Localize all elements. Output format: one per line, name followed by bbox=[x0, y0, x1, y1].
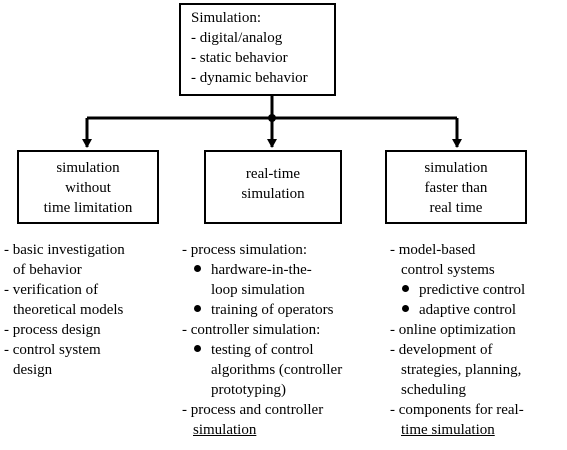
list-item: predictive control bbox=[390, 280, 525, 300]
list-item: testing of control bbox=[182, 340, 342, 360]
box-real-time: real-time simulation bbox=[204, 150, 342, 224]
bullet-dot bbox=[194, 305, 201, 313]
list-item-text: hardware-in-the- bbox=[211, 262, 312, 278]
box-line: simulation bbox=[424, 160, 488, 176]
list-item-text: predictive control bbox=[419, 282, 526, 298]
list-item-text: training of operators bbox=[211, 302, 334, 318]
box-line: faster than bbox=[424, 180, 488, 196]
list-item: scheduling bbox=[401, 382, 466, 398]
list-item-text: adaptive control bbox=[419, 302, 517, 318]
bullet-dot bbox=[194, 265, 201, 273]
list-item: control systems bbox=[401, 262, 495, 278]
box-line: without bbox=[65, 180, 111, 196]
simulation-root-box: Simulation: - digital/analog - static be… bbox=[179, 3, 336, 96]
list-item: prototyping) bbox=[211, 382, 286, 398]
list-item: training of operators bbox=[182, 300, 342, 320]
box-faster-than-real-time: simulation faster than real time bbox=[385, 150, 527, 224]
list-item: - process simulation: bbox=[182, 242, 307, 258]
box-line: real-time bbox=[245, 166, 301, 182]
list-item: strategies, planning, bbox=[401, 362, 522, 378]
list-item: hardware-in-the- bbox=[182, 260, 342, 280]
box-line: simulation bbox=[56, 160, 120, 176]
root-item: - digital/analog bbox=[191, 30, 283, 46]
list-right: - model-based control systems predictive… bbox=[390, 240, 525, 440]
list-item: - verification of bbox=[4, 282, 99, 298]
list-item: loop simulation bbox=[211, 282, 305, 298]
list-item: - controller simulation: bbox=[182, 322, 321, 338]
list-item: - basic investigation bbox=[4, 242, 125, 258]
bullet-dot bbox=[402, 305, 409, 313]
box-line: real time bbox=[429, 200, 483, 216]
list-item: - process and controller bbox=[182, 402, 324, 418]
list-item: algorithms (controller bbox=[211, 362, 343, 378]
list-item: theoretical models bbox=[13, 302, 124, 318]
list-item: - development of bbox=[390, 342, 493, 358]
root-title: Simulation: bbox=[191, 10, 262, 26]
box-line: time limitation bbox=[43, 200, 133, 216]
list-item: design bbox=[13, 362, 53, 378]
list-item: adaptive control bbox=[390, 300, 525, 320]
list-item: of behavior bbox=[13, 262, 82, 278]
box-line: simulation bbox=[241, 186, 305, 202]
list-item: simulation bbox=[193, 422, 257, 438]
list-item: - online optimization bbox=[390, 322, 516, 338]
box-without-time-limitation: simulation without time limitation bbox=[17, 150, 159, 224]
list-item: time simulation bbox=[401, 422, 495, 438]
bullet-dot bbox=[194, 345, 201, 353]
bullet-dot bbox=[402, 285, 409, 293]
list-item: - model-based bbox=[390, 242, 476, 258]
list-middle: - process simulation: hardware-in-the- l… bbox=[182, 240, 342, 440]
list-item: - control system bbox=[4, 342, 101, 358]
list-item: - process design bbox=[4, 322, 101, 338]
list-item-text: testing of control bbox=[211, 342, 314, 358]
root-item: - static behavior bbox=[191, 50, 288, 66]
root-item: - dynamic behavior bbox=[191, 70, 308, 86]
list-left: - basic investigation of behavior - veri… bbox=[4, 240, 125, 380]
list-item: - components for real- bbox=[390, 402, 524, 418]
